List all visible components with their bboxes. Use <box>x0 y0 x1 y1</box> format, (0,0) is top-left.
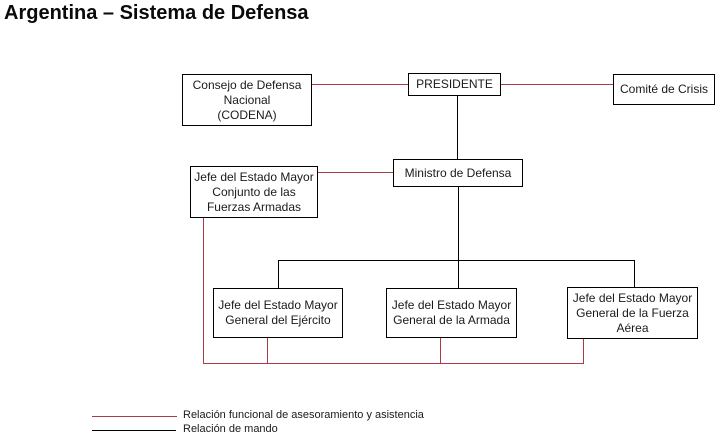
node-jefe-ejercito: Jefe del Estado Mayor General del Ejérci… <box>213 288 343 338</box>
node-presidente: PRESIDENTE <box>408 73 501 96</box>
node-codena: Consejo de Defensa Nacional (CODENA) <box>182 74 312 126</box>
legend-label-mando: Relación de mando <box>183 423 278 435</box>
legend-line-mando <box>92 430 176 431</box>
legend-line-funcional <box>92 416 177 417</box>
node-jefe-estado-mayor-conjunto: Jefe del Estado Mayor Conjunto de las Fu… <box>190 166 318 218</box>
legend-label-funcional: Relación funcional de asesoramiento y as… <box>183 409 424 421</box>
node-ministro-defensa: Ministro de Defensa <box>393 159 523 187</box>
page-title: Argentina – Sistema de Defensa <box>4 2 309 24</box>
node-comite-crisis: Comité de Crisis <box>613 74 715 105</box>
node-jefe-armada: Jefe del Estado Mayor General de la Arma… <box>386 288 517 338</box>
node-jefe-fuerza-aerea: Jefe del Estado Mayor General de la Fuer… <box>567 287 698 339</box>
